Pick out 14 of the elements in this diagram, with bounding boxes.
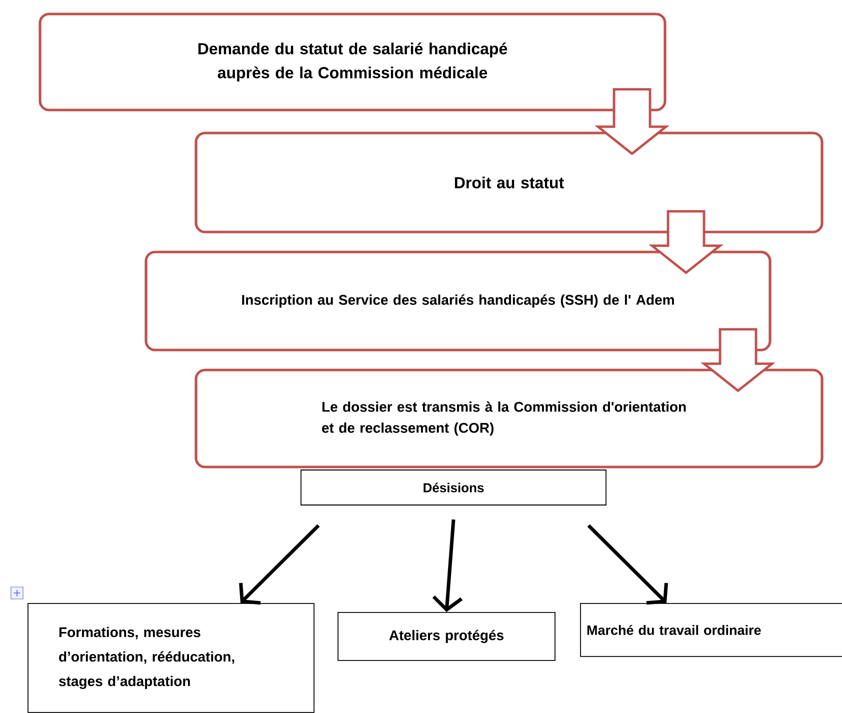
block-arrow <box>700 328 776 392</box>
outcome-box: Formations, mesures d’orientation, rééducation, stages d’adaptation <box>28 603 314 713</box>
decision-label-box: Désisions <box>300 470 606 506</box>
process-box: Inscription au Service des salariés handicapés (SSH) de l' Adem <box>144 250 772 352</box>
block-arrow <box>648 210 724 274</box>
arrow <box>432 519 463 612</box>
process-box: Droit au statut <box>194 132 824 234</box>
process-box: Demande du statut de salarié handicapé auprès de la Commission médicale <box>38 12 666 112</box>
outcome-box: Marché du travail ordinaire <box>580 603 842 657</box>
outcome-box: Ateliers protégés <box>338 612 556 661</box>
block-arrow <box>594 88 670 156</box>
process-box: Le dossier est transmis à la Commission d'orientation et de reclassement (COR) <box>194 368 824 468</box>
arrow <box>239 524 320 605</box>
arrow <box>587 524 668 605</box>
